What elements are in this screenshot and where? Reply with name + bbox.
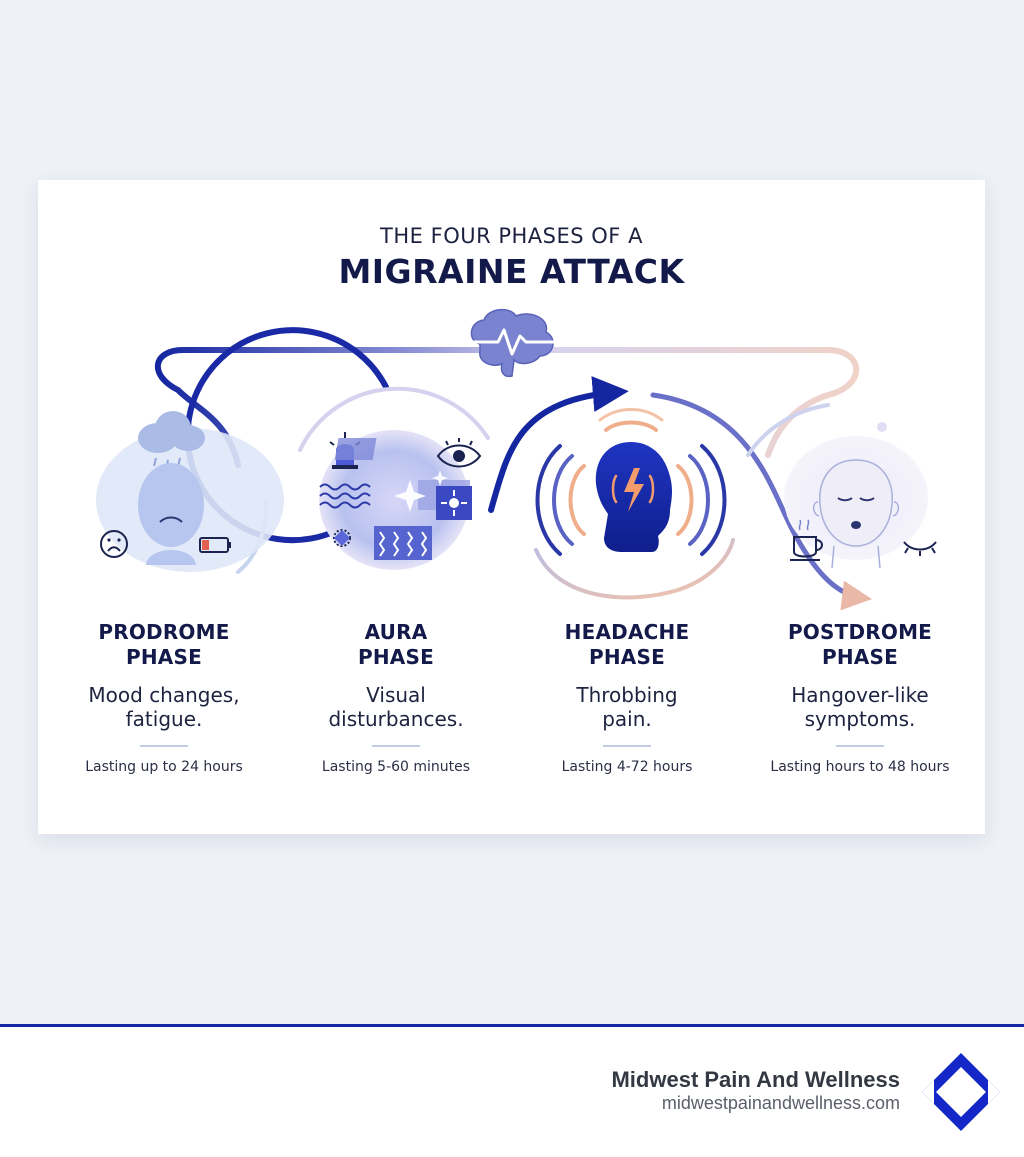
zigzag-panel-icon (374, 526, 432, 560)
low-battery-icon (199, 537, 231, 553)
aura-circle-top-arc (298, 386, 490, 452)
phase-duration: Lasting 5-60 minutes (321, 759, 471, 775)
phase-aura: AURA PHASE Visual disturbances. Lasting … (286, 620, 506, 775)
tired-face-icon (784, 422, 937, 569)
throbbing-head-icon (535, 408, 727, 556)
phase-description: Throbbing pain. (517, 683, 737, 731)
phase-name-line1: AURA (364, 620, 428, 644)
phase-name-line1: HEADACHE (564, 620, 690, 644)
phase-name-line2: PHASE (126, 645, 202, 669)
sad-face-icon (100, 530, 128, 558)
phase-description: Hangover-like symptoms. (750, 683, 970, 731)
rain-cloud-icon (138, 411, 205, 471)
phase-desc-line1: Throbbing (576, 683, 678, 707)
title-line-2: MIGRAINE ATTACK (338, 252, 685, 291)
phase-name: POSTDROME PHASE (750, 620, 970, 670)
visual-aura-icon (319, 430, 482, 570)
closed-eye-icon (903, 541, 937, 556)
phase-postdrome: POSTDROME PHASE Hangover-like symptoms. … (750, 620, 970, 775)
coffee-cup-icon (790, 519, 823, 561)
phase-name: HEADACHE PHASE (517, 620, 737, 670)
phase-duration: Lasting up to 24 hours (85, 759, 243, 775)
phase-name: PRODROME PHASE (54, 620, 274, 670)
brand-footer: Midwest Pain And Wellness midwestpainand… (0, 1024, 1024, 1157)
phase-name-line1: POSTDROME (787, 620, 933, 644)
starburst-icon (333, 529, 351, 547)
phase-duration: Lasting 4-72 hours (561, 759, 693, 775)
wave-lines-icon (319, 483, 371, 509)
phase-desc-line2: symptoms. (804, 707, 916, 731)
phase-name: AURA PHASE (286, 620, 506, 670)
phase-name-line2: PHASE (589, 645, 665, 669)
phase-divider (603, 745, 651, 747)
phase-flow-diagram (96, 308, 937, 611)
burst-panel-icon (436, 486, 472, 520)
brain-icon (468, 308, 562, 378)
eye-icon (436, 438, 482, 468)
phase-description: Visual disturbances. (286, 683, 506, 731)
diamond-logo-icon (922, 1053, 1000, 1131)
headache-arc-bottom (534, 538, 735, 600)
headache-arc-right (650, 392, 872, 611)
phase-desc-line2: pain. (602, 707, 652, 731)
phase-desc-line2: disturbances. (328, 707, 464, 731)
phase-desc-line2: fatigue. (125, 707, 203, 731)
phase-name-line2: PHASE (358, 645, 434, 669)
sad-head-icon (96, 411, 284, 572)
phase-headache: HEADACHE PHASE Throbbing pain. Lasting 4… (517, 620, 737, 775)
phase-divider (140, 745, 188, 747)
s-connector-path (488, 376, 629, 513)
sparkle-icon (394, 470, 448, 512)
infographic-card: THE FOUR PHASES OF A MIGRAINE ATTACK PRO… (38, 180, 985, 834)
phase-desc-line1: Mood changes, (88, 683, 240, 707)
brand-url[interactable]: midwestpainandwellness.com (661, 1093, 900, 1113)
title-line-1: THE FOUR PHASES OF A (380, 224, 643, 248)
postdrome-arc-left (746, 403, 830, 457)
phase-desc-line1: Hangover-like (791, 683, 929, 707)
brand-name: Midwest Pain And Wellness (611, 1067, 900, 1092)
phase-name-line2: PHASE (822, 645, 898, 669)
phase-divider (836, 745, 884, 747)
phase-duration: Lasting hours to 48 hours (770, 759, 950, 775)
phase-name-line1: PRODROME (98, 620, 230, 644)
phase-divider (372, 745, 420, 747)
phase-desc-line1: Visual (366, 683, 426, 707)
phase-description: Mood changes, fatigue. (54, 683, 274, 731)
phase-prodrome: PRODROME PHASE Mood changes, fatigue. La… (54, 620, 274, 775)
